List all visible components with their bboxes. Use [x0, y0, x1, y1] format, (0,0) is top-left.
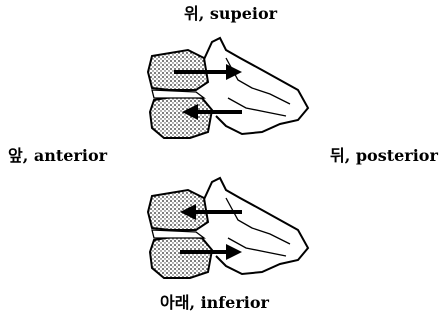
- intervertebral-disc: [152, 90, 204, 98]
- label-anterior: 앞, anterior: [8, 148, 107, 164]
- spine-figure-top: [130, 28, 320, 143]
- spine-figure-bottom: [130, 168, 320, 283]
- posterior-process-outline: [200, 178, 308, 274]
- arrow-lower-head: [226, 244, 242, 260]
- label-superior: 위, supeior: [184, 6, 277, 22]
- posterior-process-outline: [200, 38, 308, 134]
- label-posterior: 뒤, posterior: [330, 148, 438, 164]
- vertebral-body-lower: [150, 96, 212, 138]
- intervertebral-disc: [152, 230, 204, 238]
- arrow-upper-head: [226, 64, 242, 80]
- vertebral-body-lower: [150, 236, 212, 278]
- label-inferior: 아래, inferior: [160, 295, 269, 311]
